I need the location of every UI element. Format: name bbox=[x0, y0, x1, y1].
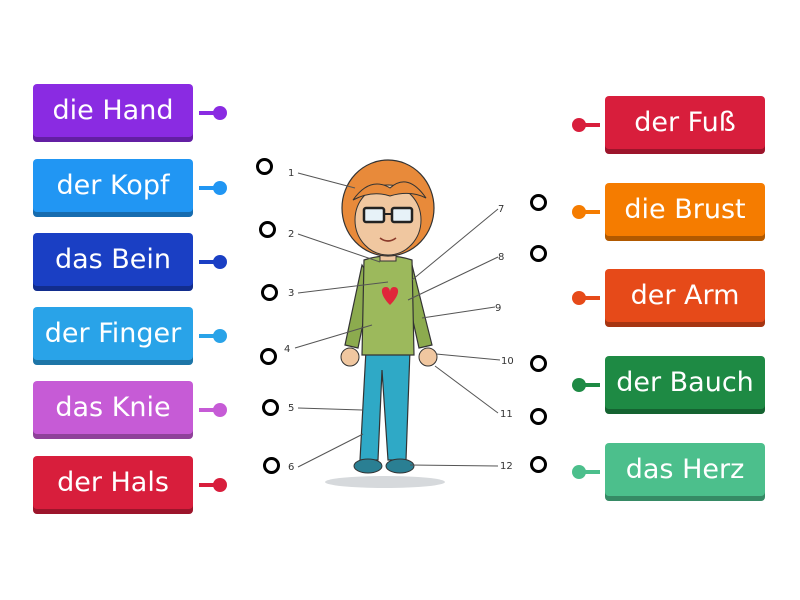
fringe-shape bbox=[352, 181, 427, 201]
figure-number-7: 7 bbox=[498, 204, 504, 215]
word-card-der-hals[interactable]: der Hals bbox=[33, 456, 193, 514]
connector-peg[interactable] bbox=[199, 181, 227, 195]
figure-number-8: 8 bbox=[498, 252, 504, 263]
torso-shape bbox=[361, 255, 415, 356]
figure-number-4: 4 bbox=[284, 344, 290, 355]
left-hand-shape bbox=[340, 347, 360, 367]
drop-target-5[interactable] bbox=[262, 399, 279, 416]
drop-target-7[interactable] bbox=[530, 194, 547, 211]
word-card-die-hand[interactable]: die Hand bbox=[33, 84, 193, 142]
heart-shape bbox=[381, 287, 399, 305]
figure-number-9: 9 bbox=[495, 303, 501, 314]
figure-shadow bbox=[325, 476, 445, 488]
right-shoe-shape bbox=[385, 458, 415, 474]
figure-number-3: 3 bbox=[288, 288, 294, 299]
word-card-der-finger[interactable]: der Finger bbox=[33, 307, 193, 365]
drop-target-12[interactable] bbox=[530, 456, 547, 473]
face-shape bbox=[354, 184, 422, 256]
drop-target-11[interactable] bbox=[530, 408, 547, 425]
connector-peg[interactable] bbox=[199, 403, 227, 417]
connector-peg[interactable] bbox=[199, 478, 227, 492]
figure-number-11: 11 bbox=[500, 409, 513, 420]
drop-target-4[interactable] bbox=[260, 348, 277, 365]
drop-target-3[interactable] bbox=[261, 284, 278, 301]
figure-number-2: 2 bbox=[288, 229, 294, 240]
word-card-das-herz[interactable]: das Herz bbox=[605, 443, 765, 501]
leader-lines bbox=[294, 172, 501, 468]
word-card-der-kopf[interactable]: der Kopf bbox=[33, 159, 193, 217]
drop-target-1[interactable] bbox=[256, 158, 273, 175]
connector-peg[interactable] bbox=[572, 118, 600, 132]
glasses-right-lens bbox=[390, 206, 414, 224]
mouth-shape bbox=[379, 237, 397, 242]
word-card-die-brust[interactable]: die Brust bbox=[605, 183, 765, 241]
word-card-das-knie[interactable]: das Knie bbox=[33, 381, 193, 439]
word-card-der-fuss[interactable]: der Fuß bbox=[605, 96, 765, 154]
drop-target-6[interactable] bbox=[263, 457, 280, 474]
drop-target-2[interactable] bbox=[259, 221, 276, 238]
connector-peg[interactable] bbox=[199, 255, 227, 269]
figure-number-12: 12 bbox=[500, 461, 513, 472]
figure-number-1: 1 bbox=[288, 168, 294, 179]
connector-peg[interactable] bbox=[572, 205, 600, 219]
legs-shape bbox=[359, 349, 411, 461]
connector-peg[interactable] bbox=[572, 465, 600, 479]
word-card-der-bauch[interactable]: der Bauch bbox=[605, 356, 765, 414]
word-card-das-bein[interactable]: das Bein bbox=[33, 233, 193, 291]
connector-peg[interactable] bbox=[572, 291, 600, 305]
left-shoe-shape bbox=[353, 458, 383, 474]
drop-target-10[interactable] bbox=[530, 355, 547, 372]
word-card-der-arm[interactable]: der Arm bbox=[605, 269, 765, 327]
figure-number-10: 10 bbox=[501, 356, 514, 367]
figure-number-6: 6 bbox=[288, 462, 294, 473]
connector-peg[interactable] bbox=[199, 106, 227, 120]
body-figure-illustration: 1 2 3 4 5 6 7 8 9 10 11 12 bbox=[284, 159, 514, 488]
right-hand-shape bbox=[418, 347, 438, 367]
figure-number-5: 5 bbox=[288, 403, 294, 414]
connector-peg[interactable] bbox=[572, 378, 600, 392]
connector-peg[interactable] bbox=[199, 329, 227, 343]
drop-target-8[interactable] bbox=[530, 245, 547, 262]
glasses-left-lens bbox=[362, 206, 386, 224]
